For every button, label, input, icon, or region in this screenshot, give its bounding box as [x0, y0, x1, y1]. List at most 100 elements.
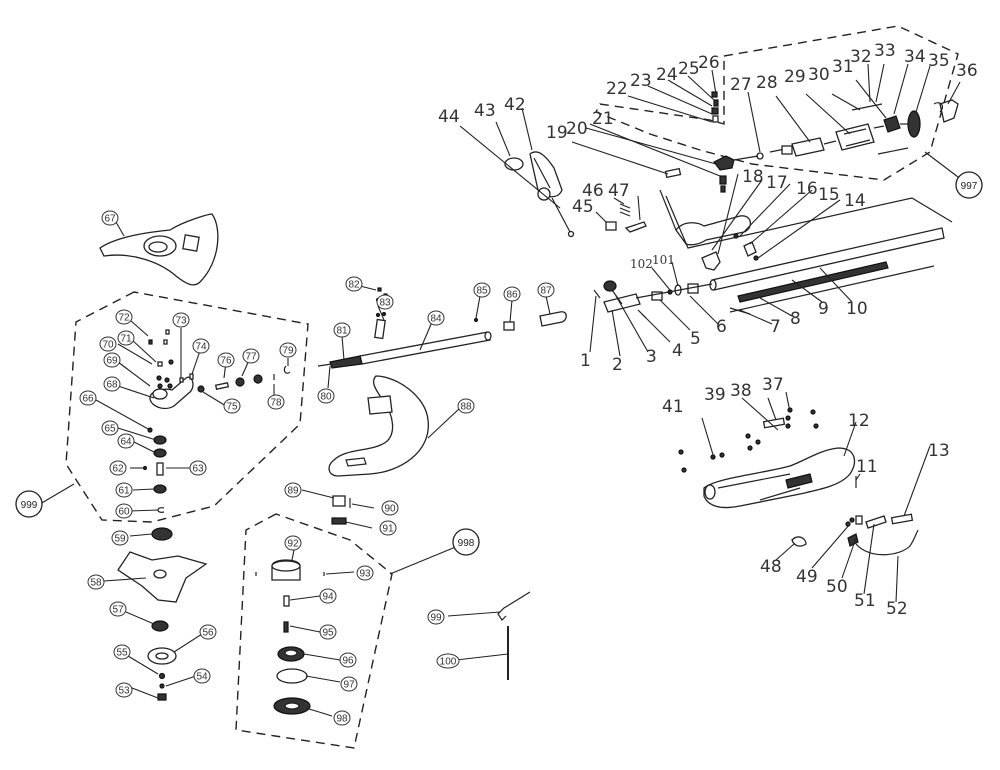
- screw-stack-22-26: [711, 91, 719, 123]
- label-43: 43: [474, 101, 496, 121]
- end-cover-36: [933, 99, 959, 123]
- switch-housing-21: [713, 155, 759, 171]
- callout-circle: [101, 210, 119, 226]
- callout-96: 96: [339, 652, 357, 668]
- label-13: 13: [928, 441, 950, 461]
- screws-41: [678, 407, 819, 473]
- callout-circle: [113, 644, 131, 660]
- callout-number: 95: [322, 628, 334, 639]
- main-handle-12: [703, 447, 856, 509]
- callout-number: 63: [192, 464, 204, 475]
- label-33: 33: [874, 41, 896, 61]
- callout-circle: [101, 420, 119, 436]
- callout-number: 73: [175, 316, 187, 327]
- callout-circle: [379, 520, 397, 536]
- rod-30: [851, 103, 883, 111]
- label-26: 26: [698, 53, 720, 73]
- label-44: 44: [438, 107, 460, 127]
- callout-76: 76: [217, 352, 235, 368]
- callout-69: 69: [103, 352, 121, 368]
- callout-number: 62: [112, 464, 124, 475]
- callout-circle: [193, 668, 211, 684]
- callout-70: 70: [99, 336, 117, 352]
- group-999-badge: [15, 490, 43, 518]
- callout-93: 93: [356, 565, 374, 581]
- callout-number: 83: [379, 298, 391, 309]
- callout-number: 96: [342, 656, 354, 667]
- callout-80: 80: [317, 388, 335, 404]
- callout-64: 64: [117, 433, 135, 449]
- label-28: 28: [756, 73, 778, 93]
- callout-57: 57: [109, 601, 127, 617]
- callout-54: 54: [193, 668, 211, 684]
- knob-3: [603, 280, 617, 292]
- label-18: 18: [742, 167, 764, 187]
- callout-number: 97: [343, 680, 355, 691]
- callout-number: 88: [460, 402, 472, 413]
- callout-circle: [537, 282, 555, 298]
- callout-number: 53: [118, 686, 130, 697]
- label-51: 51: [854, 591, 876, 611]
- callout-98: 98: [333, 710, 351, 726]
- tube-10: [709, 227, 945, 291]
- label-31: 31: [832, 57, 854, 77]
- label-36: 36: [956, 61, 978, 81]
- bushing-5: [651, 291, 663, 301]
- label-47: 47: [608, 181, 630, 201]
- washer-54: [159, 683, 165, 689]
- label-102: 102: [630, 257, 653, 271]
- callout-number: 55: [116, 648, 128, 659]
- washer-55: [158, 672, 166, 680]
- part-89: [332, 495, 346, 507]
- callout-circle: [284, 535, 302, 551]
- label-25: 25: [678, 59, 700, 79]
- callout-circle: [339, 652, 357, 668]
- coupler-87: [539, 311, 567, 327]
- label-9: 9: [818, 299, 829, 319]
- callout-circle: [317, 388, 335, 404]
- sleeve-19: [664, 167, 682, 179]
- callout-number: 72: [118, 313, 130, 324]
- callout-circle: [115, 309, 133, 325]
- callout-circle: [115, 503, 133, 519]
- cord-parts-49-52: [845, 515, 919, 556]
- cord-clip-48: [791, 536, 807, 547]
- group-999-assembly: 999: [15, 291, 309, 523]
- group-997-badge: [955, 171, 983, 199]
- callout-circle: [333, 710, 351, 726]
- knob-43: [504, 157, 524, 171]
- spool-97: [276, 668, 308, 684]
- callout-number: 66: [82, 394, 94, 405]
- callout-78: 78: [267, 394, 285, 410]
- label-34: 34: [904, 47, 926, 67]
- callout-63: 63: [189, 460, 207, 476]
- label-16: 16: [796, 179, 818, 199]
- callout-89: 89: [284, 482, 302, 498]
- callout-number: 57: [112, 605, 124, 616]
- callout-66: 66: [79, 390, 97, 406]
- callout-83: 83: [376, 294, 394, 310]
- label-plate-38: [762, 417, 786, 429]
- callout-number: 81: [336, 326, 348, 337]
- flange-59: [151, 527, 173, 541]
- callout-circle: [319, 624, 337, 640]
- callout-number: 89: [287, 486, 299, 497]
- callout-81: 81: [333, 322, 351, 338]
- label-29: 29: [784, 67, 806, 87]
- callout-number: 64: [120, 437, 132, 448]
- label-7: 7: [770, 317, 781, 337]
- callout-59: 59: [111, 530, 129, 546]
- callout-85: 85: [473, 282, 491, 298]
- callout-number: 54: [196, 672, 208, 683]
- group-998-leader: [389, 545, 459, 575]
- callout-68: 68: [103, 376, 121, 392]
- callout-circle: [503, 286, 521, 302]
- label-5: 5: [690, 329, 701, 349]
- callout-circle: [267, 394, 285, 410]
- callout-circle: [376, 294, 394, 310]
- callout-97: 97: [340, 676, 358, 692]
- label-49: 49: [796, 567, 818, 587]
- callout-number: 67: [104, 214, 116, 225]
- stator-29: [835, 123, 875, 151]
